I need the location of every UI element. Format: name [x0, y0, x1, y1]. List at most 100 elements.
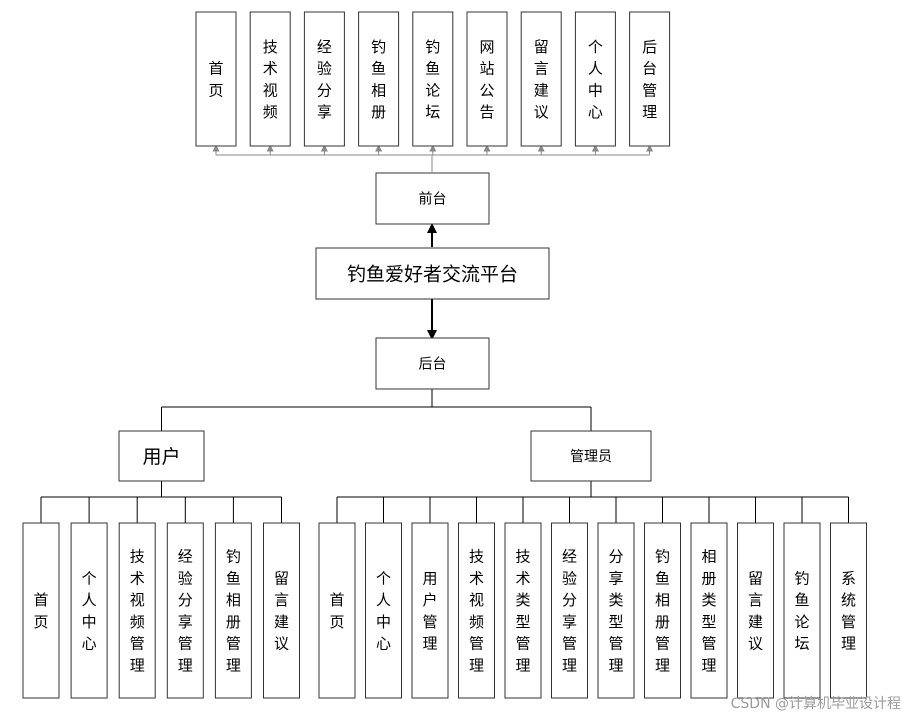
svg-text:中: 中 — [376, 613, 391, 631]
user-module-box — [263, 522, 300, 699]
svg-text:统: 统 — [841, 591, 856, 609]
svg-text:留: 留 — [748, 569, 763, 587]
role-user-label: 用户 — [142, 446, 180, 468]
svg-text:类: 类 — [608, 591, 623, 609]
admin-module-box — [690, 522, 728, 699]
svg-text:留: 留 — [534, 38, 549, 56]
svg-text:型: 型 — [515, 613, 530, 631]
svg-text:技: 技 — [130, 548, 145, 566]
user-module-box — [214, 522, 252, 699]
svg-text:管: 管 — [469, 635, 484, 653]
svg-text:首: 首 — [208, 60, 223, 78]
svg-text:心: 心 — [82, 635, 97, 653]
user-module-box-label: 首页 — [33, 591, 48, 631]
svg-text:鱼: 鱼 — [425, 60, 440, 78]
admin-module-box — [411, 522, 449, 699]
svg-text:鱼: 鱼 — [655, 569, 670, 587]
svg-text:言: 言 — [534, 60, 549, 78]
svg-text:相: 相 — [226, 591, 241, 609]
svg-text:管: 管 — [515, 635, 530, 653]
svg-text:理: 理 — [608, 656, 623, 674]
svg-text:言: 言 — [274, 591, 289, 609]
svg-text:册: 册 — [655, 613, 670, 631]
svg-text:网: 网 — [479, 38, 494, 56]
svg-text:议: 议 — [274, 635, 289, 653]
svg-text:分: 分 — [317, 81, 332, 99]
svg-text:户: 户 — [422, 591, 437, 609]
admin-module-box — [597, 522, 635, 699]
svg-text:类: 类 — [701, 591, 716, 609]
role-admin-box — [530, 430, 652, 482]
svg-text:型: 型 — [608, 613, 623, 631]
backend-node-box — [375, 337, 490, 390]
svg-text:坛: 坛 — [794, 635, 809, 653]
svg-text:个: 个 — [588, 38, 603, 56]
svg-text:术: 术 — [130, 569, 145, 587]
svg-text:频: 频 — [130, 613, 145, 631]
admin-module-box — [551, 522, 588, 699]
svg-text:类: 类 — [515, 591, 530, 609]
frontend-module-box — [412, 11, 454, 147]
svg-text:理: 理 — [841, 635, 856, 653]
svg-text:页: 页 — [33, 613, 48, 631]
svg-text:管: 管 — [178, 635, 193, 653]
admin-module-box — [504, 522, 542, 699]
svg-text:享: 享 — [317, 103, 332, 121]
svg-text:理: 理 — [642, 103, 657, 121]
svg-text:坛: 坛 — [425, 103, 440, 121]
backend-node-label: 后台 — [419, 357, 447, 373]
admin-module-box — [737, 522, 774, 699]
user-module-box — [166, 522, 204, 699]
svg-text:册: 册 — [371, 103, 386, 121]
admin-module-box — [318, 522, 356, 699]
svg-text:视: 视 — [263, 81, 278, 99]
svg-text:享: 享 — [562, 613, 577, 631]
watermark: CSDN @计算机毕业设计程 — [730, 696, 901, 712]
user-module-box — [70, 522, 108, 699]
svg-text:技: 技 — [469, 548, 484, 566]
svg-text:钓: 钓 — [371, 38, 386, 56]
svg-text:册: 册 — [701, 569, 716, 587]
svg-text:理: 理 — [130, 656, 145, 674]
admin-module-box — [365, 522, 402, 699]
svg-text:台: 台 — [642, 60, 657, 78]
svg-text:享: 享 — [178, 613, 193, 631]
frontend-node-label: 前台 — [419, 191, 447, 208]
svg-text:个: 个 — [376, 569, 391, 587]
svg-text:分: 分 — [178, 591, 193, 609]
svg-text:相: 相 — [371, 81, 386, 99]
user-module-box — [118, 522, 156, 699]
platform-root-label: 钓鱼爱好者交流平台 — [347, 263, 518, 285]
svg-text:理: 理 — [562, 656, 577, 674]
admin-module-box-label: 首页 — [329, 591, 344, 631]
svg-text:管: 管 — [562, 635, 577, 653]
svg-text:钓: 钓 — [425, 38, 440, 56]
svg-text:管: 管 — [422, 613, 437, 631]
svg-text:管: 管 — [841, 613, 856, 631]
svg-text:技: 技 — [515, 548, 530, 566]
svg-text:分: 分 — [608, 548, 623, 566]
svg-text:术: 术 — [263, 60, 278, 78]
svg-text:心: 心 — [376, 635, 391, 653]
svg-text:术: 术 — [515, 569, 530, 587]
svg-text:技: 技 — [263, 38, 278, 56]
svg-text:首: 首 — [33, 591, 48, 609]
svg-text:型: 型 — [701, 613, 716, 631]
frontend-module-box — [195, 11, 237, 147]
